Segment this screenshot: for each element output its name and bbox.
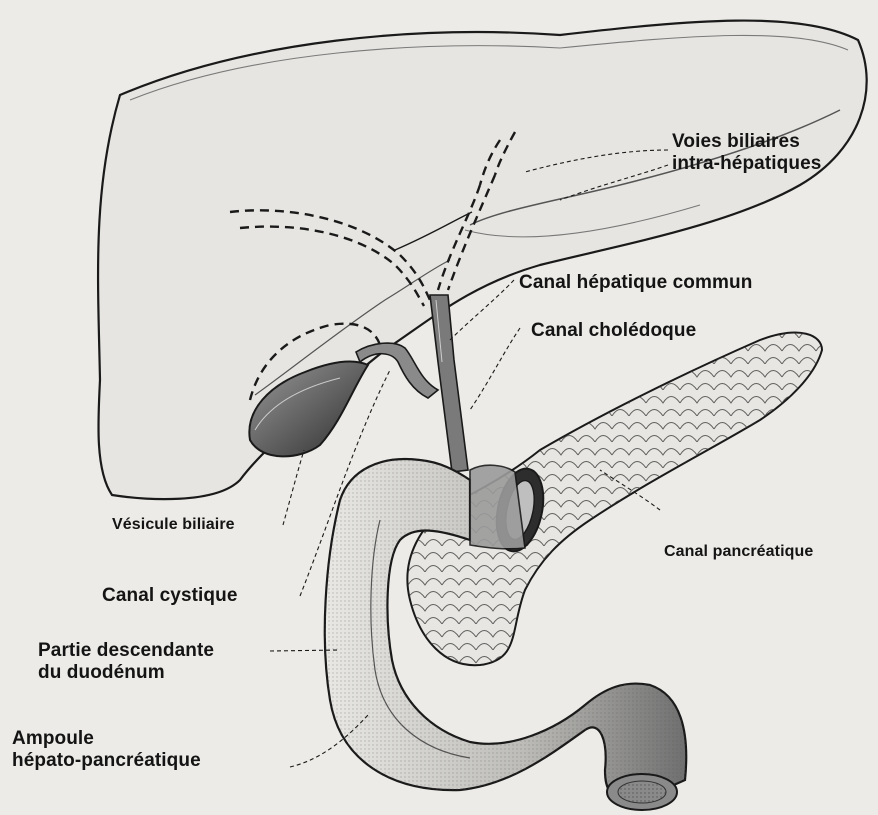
label-voies-biliaires: Voies biliaires intra-hépatiques xyxy=(672,131,821,175)
common-bile-duct xyxy=(430,295,468,472)
liver xyxy=(98,21,867,500)
label-canal-choledoque-text: Canal cholédoque xyxy=(531,320,696,342)
label-partie-descendante-line1: Partie descendante xyxy=(38,640,214,662)
label-canal-pancreatique: Canal pancréatique xyxy=(664,542,813,561)
label-voies-biliaires-line2: intra-hépatiques xyxy=(672,153,821,175)
label-voies-biliaires-line1: Voies biliaires xyxy=(672,131,821,153)
label-ampoule-line2: hépato-pancréatique xyxy=(12,750,201,772)
label-canal-hepatique-commun-text: Canal hépatique commun xyxy=(519,272,752,294)
label-ampoule: Ampoule hépato-pancréatique xyxy=(12,728,201,772)
label-vesicule-biliaire: Vésicule biliaire xyxy=(112,515,235,534)
label-partie-descendante-line2: du duodénum xyxy=(38,662,214,684)
label-canal-choledoque: Canal cholédoque xyxy=(531,320,696,342)
label-canal-hepatique-commun: Canal hépatique commun xyxy=(519,272,752,294)
label-partie-descendante: Partie descendante du duodénum xyxy=(38,640,214,684)
label-vesicule-biliaire-text: Vésicule biliaire xyxy=(112,515,235,534)
label-canal-pancreatique-text: Canal pancréatique xyxy=(664,542,813,561)
label-canal-cystique-text: Canal cystique xyxy=(102,585,238,607)
cystic-duct xyxy=(356,343,438,398)
label-canal-cystique: Canal cystique xyxy=(102,585,238,607)
label-ampoule-line1: Ampoule xyxy=(12,728,201,750)
